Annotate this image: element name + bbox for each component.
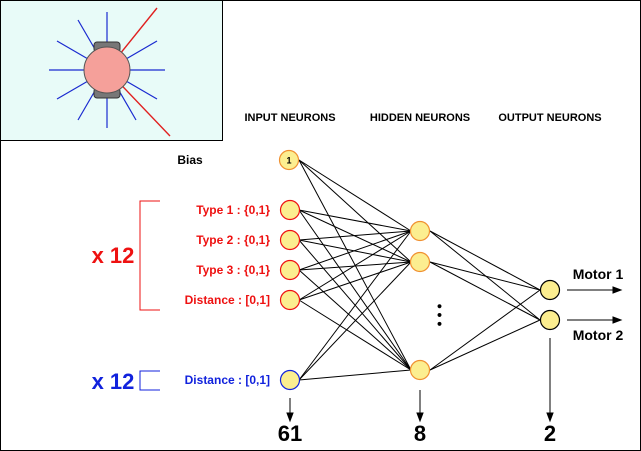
hidden-output-edge [429,319,541,371]
input-hidden-edge [298,209,412,371]
red-bracket [139,200,160,311]
hidden-node-2 [409,251,431,273]
hidden-node-last [409,359,431,381]
input-hidden-edge [298,230,412,381]
connection-lines [298,159,541,381]
robot-body [83,46,131,94]
output-node-motor2 [539,309,561,331]
robot-inset [0,0,223,141]
multiplier-blue: x 12 [92,369,135,394]
count-hidden: 8 [414,421,426,446]
hidden-ellipsis: • • • [432,304,448,327]
input-hidden-edge [298,209,412,232]
motor1-label: Motor 1 [573,266,624,282]
input-hidden-edge [298,230,412,241]
input-hidden-edge [298,159,412,232]
bias-node: 1 [278,149,300,171]
input-hidden-edge [298,230,412,271]
header-hidden-neurons: HIDDEN NEURONS [370,112,470,124]
blue-bracket [139,370,160,391]
input-label-distance-blue: Distance : [0,1] [185,373,270,387]
input-label-type2: Type 2 : {0,1} [196,233,270,247]
input-hidden-edge [298,230,412,301]
input-label-type3: Type 3 : {0,1} [196,263,270,277]
multiplier-red: x 12 [92,243,135,268]
input-node-type3 [279,259,301,281]
input-hidden-edge [298,261,412,381]
hidden-node-1 [409,220,431,242]
input-label-distance-red: Distance : [0,1] [185,293,270,307]
bias-node-text: 1 [286,156,291,166]
inset-frame [0,0,223,141]
input-label-type1: Type 1 : {0,1} [196,203,270,217]
count-output: 2 [544,421,556,446]
input-node-type2 [279,229,301,251]
input-hidden-edge [298,369,412,381]
input-hidden-edge [298,159,412,263]
bias-label: Bias [177,153,203,167]
input-node-type1 [279,199,301,221]
output-node-motor1 [539,279,561,301]
hidden-output-edge [429,289,541,371]
input-hidden-edge [298,261,412,301]
hidden-output-edge [429,261,541,291]
motor-arrows [567,286,623,324]
input-node-distance-red [279,289,301,311]
input-hidden-edge [298,269,412,371]
input-node-distance-blue [279,369,301,391]
hidden-output-edge [429,261,541,321]
motor2-label: Motor 2 [573,327,624,343]
header-input-neurons: INPUT NEURONS [244,112,335,124]
count-arrows [286,338,554,423]
header-output-neurons: OUTPUT NEURONS [498,112,601,124]
count-input: 61 [278,421,302,446]
hidden-output-edge [429,230,541,291]
input-hidden-edge [298,299,412,371]
